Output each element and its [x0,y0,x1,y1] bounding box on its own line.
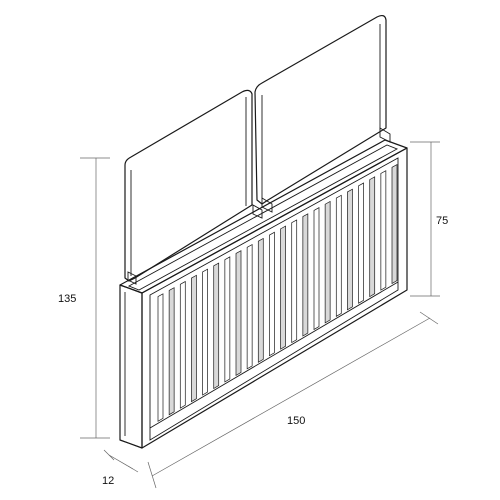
slat [235,250,242,376]
back-panel-right [254,14,387,205]
box-front-face [141,147,408,449]
dimension-length-150 [147,311,439,489]
dimension-label-length: 150 [287,415,305,427]
dimension-depth-12 [103,449,139,473]
slat [246,243,253,370]
slat [391,163,398,285]
slat [202,268,208,396]
slat [157,293,164,422]
dimension-label-top-height: 75 [436,215,448,227]
slat [302,213,309,337]
back-panel-left [124,89,253,282]
box-bottom-edge [119,281,399,449]
slat [257,237,264,363]
box-left-end [119,284,143,449]
dimension-top-height-75 [410,141,440,297]
slat [358,182,364,304]
slat [179,280,186,409]
slat [269,231,275,357]
dimension-height-135 [80,157,110,439]
panel-clips [127,127,391,285]
slats [157,163,398,422]
dimension-label-depth: 12 [102,475,114,487]
slat [224,256,231,383]
slat [380,170,387,291]
dimension-label-height: 135 [58,293,76,305]
slat [335,194,342,317]
slat [369,176,376,298]
slat [168,287,175,416]
slat [291,219,298,344]
slat [324,200,331,324]
slat [191,274,197,403]
slat [347,188,353,311]
slat [213,262,220,390]
slat [313,207,320,331]
slat [280,225,286,350]
